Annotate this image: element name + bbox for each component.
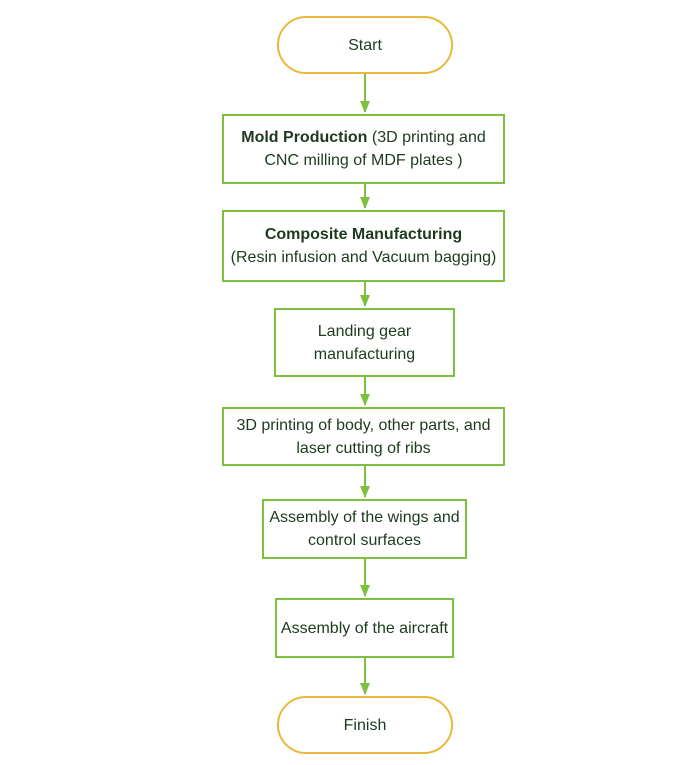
- wings-assembly-step: Assembly of the wings and control surfac…: [262, 499, 467, 559]
- aircraft-assembly-label: Assembly of the aircraft: [280, 619, 449, 637]
- printing-and-laser-label: 3D printing of body, other parts, and la…: [236, 416, 491, 457]
- composite-manufacturing-text: Composite Manufacturing (Resin infusion a…: [231, 223, 497, 269]
- wings-assembly-label: Assembly of the wings and control surfac…: [269, 509, 460, 549]
- composite-manufacturing-detail: (Resin infusion and Vacuum bagging): [230, 249, 497, 266]
- start-label: Start: [348, 36, 382, 54]
- mold-production-text: Mold Production (3D printing and CNC mil…: [224, 126, 503, 172]
- mold-production-step: Mold Production (3D printing and CNC mil…: [222, 114, 505, 184]
- landing-gear-label: Landing gear manufacturing: [313, 322, 416, 363]
- mold-production-title: Mold Production: [241, 129, 368, 146]
- landing-gear-step: Landing gear manufacturing: [274, 308, 455, 377]
- composite-manufacturing-step: Composite Manufacturing (Resin infusion a…: [222, 210, 505, 282]
- start-terminal: Start: [277, 16, 453, 74]
- composite-manufacturing-title: Composite Manufacturing: [264, 226, 463, 243]
- printing-and-laser-step: 3D printing of body, other parts, and la…: [222, 407, 505, 466]
- aircraft-assembly-step: Assembly of the aircraft: [275, 598, 454, 658]
- mold-production-detail: (3D printing and CNC milling of MDF plat…: [264, 129, 486, 169]
- finish-terminal: Finish: [277, 696, 453, 754]
- finish-label: Finish: [343, 716, 387, 734]
